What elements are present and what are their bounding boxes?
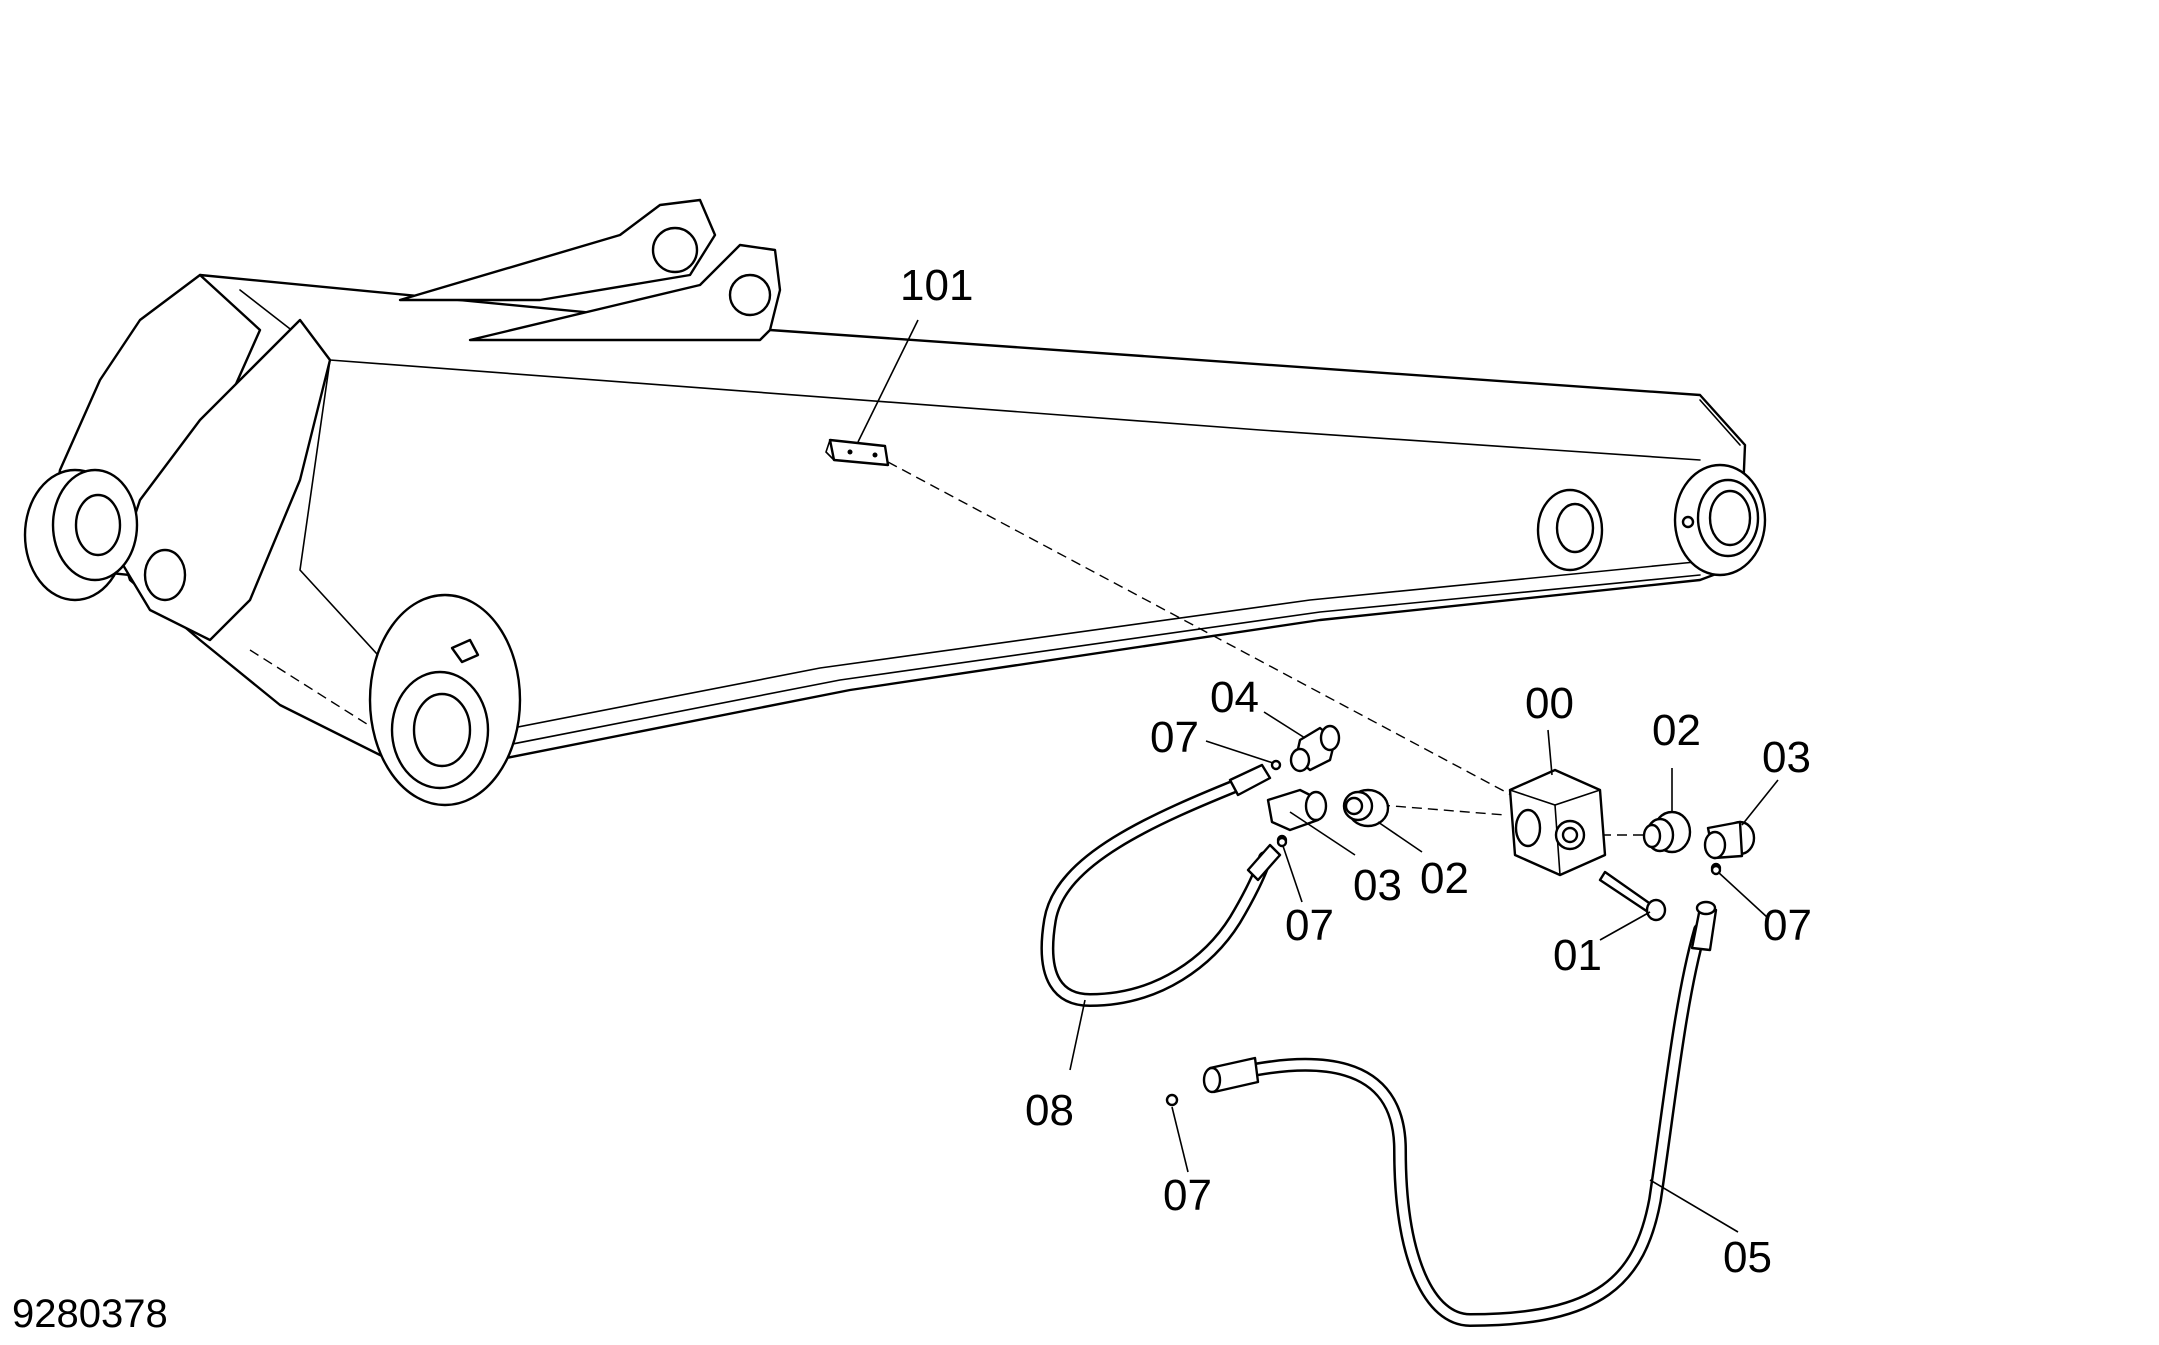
callout-08: 08 xyxy=(1025,1086,1074,1135)
part-callouts: 101 00 04 07 03 02 07 02 03 07 01 08 07 … xyxy=(900,261,1812,1282)
callout-07-c: 07 xyxy=(1763,901,1812,950)
elbow-04 xyxy=(1289,724,1341,773)
callout-05: 05 xyxy=(1723,1233,1772,1282)
o-ring-07-b xyxy=(1276,836,1288,848)
callout-101: 101 xyxy=(900,261,973,310)
callout-01: 01 xyxy=(1553,931,1602,980)
callout-07-b: 07 xyxy=(1285,901,1334,950)
boom-arm xyxy=(23,198,1767,807)
callout-02-left: 02 xyxy=(1420,854,1469,903)
valve-block-00 xyxy=(1508,768,1607,877)
elbow-03-right xyxy=(1703,820,1756,874)
fitting-02-right xyxy=(1642,810,1692,854)
assembly-line-101-00 xyxy=(887,461,1531,806)
leader-lines xyxy=(857,319,1779,1233)
rear-lower-boss xyxy=(368,593,522,807)
bolt-01 xyxy=(1598,870,1667,922)
callout-03-right: 03 xyxy=(1762,733,1811,782)
callout-00: 00 xyxy=(1525,679,1574,728)
document-number: 9280378 xyxy=(12,1292,168,1336)
hose-05 xyxy=(1202,900,1718,1327)
callout-04: 04 xyxy=(1210,673,1259,722)
hose-08 xyxy=(1040,763,1282,1007)
callout-03-left: 03 xyxy=(1353,861,1402,910)
bracket-101 xyxy=(825,438,890,467)
front-pin-bosses xyxy=(1536,463,1767,577)
assembly-line-02-00 xyxy=(1379,804,1506,816)
rear-pin-left xyxy=(23,468,139,602)
callout-07-d: 07 xyxy=(1163,1171,1212,1220)
callout-02-right: 02 xyxy=(1652,706,1701,755)
o-ring-07-d xyxy=(1165,1093,1179,1107)
fitting-02-left xyxy=(1342,788,1390,828)
o-ring-07-a xyxy=(1270,759,1282,771)
rear-pin-hole xyxy=(143,548,187,602)
callout-07-a: 07 xyxy=(1150,713,1199,762)
elbow-03-left xyxy=(1266,788,1328,846)
